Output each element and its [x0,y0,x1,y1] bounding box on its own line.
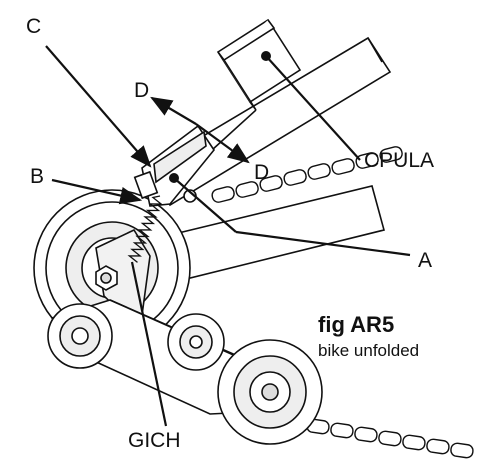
idler-wheel [217,339,323,445]
leader-b [51,178,143,205]
label-b: B [30,165,45,188]
pulley-left [47,303,113,369]
leader-dots [169,51,271,183]
label-cpula: CPULA [364,149,435,172]
spring [127,195,163,263]
pulley-center [167,313,225,371]
caption-title: fig AR5 [318,312,395,337]
leader-d-down [195,123,250,164]
label-a: A [418,249,433,272]
leader-a [173,177,237,233]
leader-a-2 [235,230,411,257]
leader-d-up [150,96,197,125]
label-d-bottom: D [254,161,270,184]
label-gich: GICH [128,429,181,452]
pivot-bolt [95,265,118,291]
cpula-box [211,18,302,151]
label-c: C [26,15,42,38]
leader-c [45,45,152,168]
leader-gich [130,261,168,427]
label-d-top: D [134,79,150,102]
leader-cpula [265,55,361,161]
chain-upper [211,146,403,203]
caption-subtitle: bike unfolded [318,341,420,360]
leader-lines [45,45,411,427]
